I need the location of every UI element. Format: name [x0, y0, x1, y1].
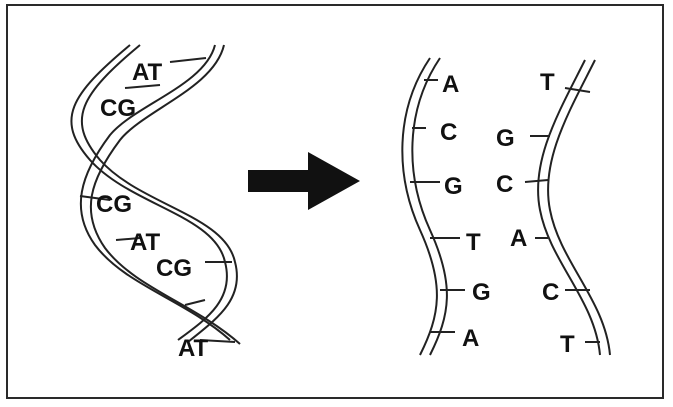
base-label: C [496, 171, 513, 198]
base-label: C [440, 119, 457, 146]
helix-pair-label: AT [132, 59, 163, 86]
helix-pair-label: CG [156, 255, 192, 282]
right-strand-bases: T G C A C T [496, 69, 575, 358]
helix-pair-label: CG [96, 191, 132, 218]
base-label: T [560, 331, 575, 358]
base-label: T [466, 229, 481, 256]
base-label: G [472, 279, 491, 306]
base-label: G [496, 125, 515, 152]
left-strand-bases: A C G T G A [440, 71, 491, 352]
separated-strands [402, 58, 610, 355]
helix-pair-label: CG [100, 95, 136, 122]
helix-pair-label: AT [178, 335, 209, 362]
base-label: A [462, 325, 479, 352]
helix-pair-label: AT [130, 229, 161, 256]
right-arrow-icon [248, 152, 360, 210]
base-label: A [442, 71, 459, 98]
base-label: T [540, 69, 555, 96]
base-label: G [444, 173, 463, 200]
base-label: A [510, 225, 527, 252]
base-label: C [542, 279, 559, 306]
